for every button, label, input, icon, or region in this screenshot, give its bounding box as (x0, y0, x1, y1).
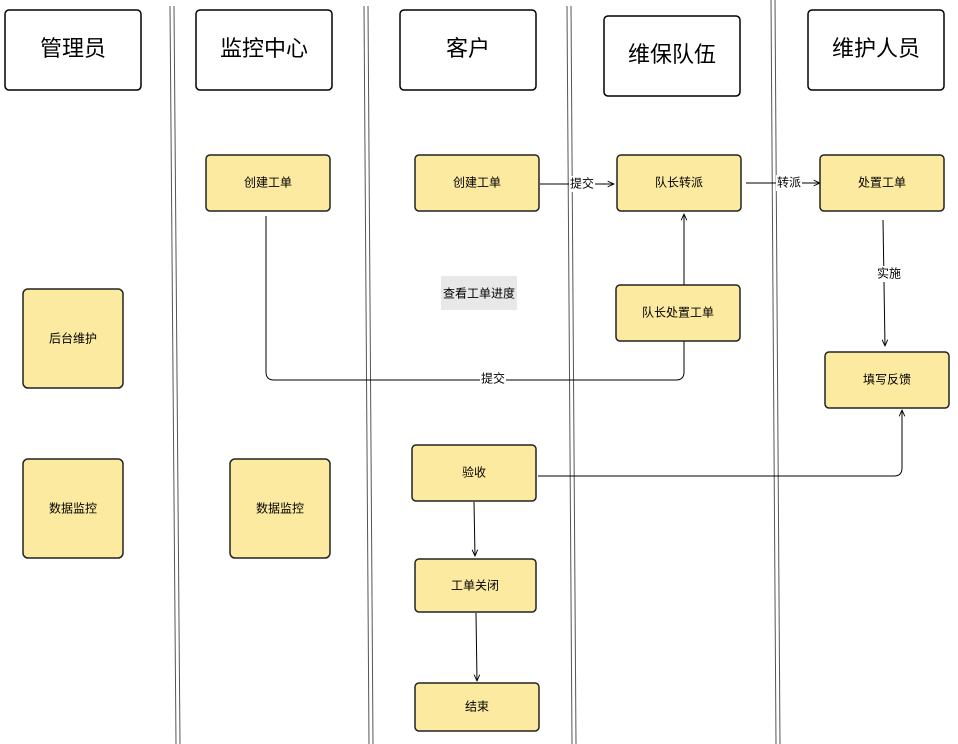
lane-header-team: 维保队伍 (603, 15, 741, 97)
edge-label-submit-2: 提交 (481, 371, 505, 386)
node-monitor-data-monitoring: 数据监控 (229, 458, 331, 559)
node-monitor-create-ticket: 创建工单 (205, 154, 331, 212)
node-label: 数据监控 (256, 501, 304, 516)
node-close-ticket: 工单关闭 (414, 558, 537, 613)
lane-header-monitor: 监控中心 (195, 9, 333, 91)
node-backend-maintenance: 后台维护 (22, 288, 124, 389)
node-acceptance: 验收 (411, 444, 537, 502)
node-leader-dispatch: 队长转派 (616, 154, 742, 212)
node-label: 填写反馈 (863, 373, 911, 387)
lane-title-customer: 客户 (446, 37, 490, 62)
lane-divider-4b (774, 0, 781, 744)
node-label: 结束 (465, 700, 489, 714)
edge-label-dispatch: 转派 (777, 175, 801, 190)
node-handle-ticket: 处置工单 (819, 154, 945, 212)
lane-divider-1b (173, 5, 181, 744)
node-label: 后台维护 (49, 331, 97, 346)
lane-divider-3a (566, 5, 573, 744)
node-label: 查看工单进度 (443, 286, 515, 301)
node-label: 队长处置工单 (642, 305, 714, 320)
node-label: 验收 (462, 465, 486, 480)
lane-title-staff: 维护人员 (832, 37, 920, 62)
node-label: 处置工单 (858, 176, 906, 190)
node-admin-data-monitoring: 数据监控 (22, 458, 124, 559)
lane-divider-2a (363, 5, 370, 744)
node-fill-feedback: 填写反馈 (824, 351, 950, 409)
edge-monitor-to-dispatch (265, 214, 684, 381)
lane-header-staff: 维护人员 (807, 9, 945, 91)
edge-label-submit-1: 提交 (570, 176, 594, 191)
lane-title-admin: 管理员 (40, 37, 106, 62)
lane-divider-3b (570, 5, 577, 744)
lane-divider-4a (770, 0, 777, 744)
edge-handle-to-feedback (883, 219, 885, 346)
edge-acceptance-to-feedback (538, 410, 902, 477)
node-view-progress: 查看工单进度 (441, 276, 517, 310)
lane-dividers (169, 0, 781, 744)
connectors (265, 183, 902, 681)
lane-header-customer: 客户 (399, 9, 537, 91)
lane-title-team: 维保队伍 (628, 43, 716, 68)
lane-title-monitor: 监控中心 (220, 37, 308, 62)
node-label: 工单关闭 (451, 579, 499, 593)
lane-divider-2b (367, 5, 374, 744)
node-label: 创建工单 (244, 176, 292, 190)
node-end: 结束 (414, 682, 540, 732)
nodes: 创建工单 创建工单 队长转派 处置工单 查看工单进度 队长处置工单 后台维护 (22, 154, 950, 732)
edge-close-to-end (476, 612, 477, 681)
node-customer-create-ticket: 创建工单 (414, 154, 540, 212)
node-leader-handle-ticket: 队长处置工单 (615, 284, 741, 342)
node-label: 队长转派 (655, 175, 703, 190)
node-label: 创建工单 (453, 176, 501, 190)
lane-header-admin: 管理员 (4, 9, 142, 91)
lane-divider-1a (169, 5, 177, 744)
edge-label-implement: 实施 (877, 266, 901, 281)
edge-labels: 提交 转派 实施 提交 (480, 175, 902, 387)
edge-acceptance-to-close (474, 501, 475, 556)
node-label: 数据监控 (49, 501, 97, 516)
